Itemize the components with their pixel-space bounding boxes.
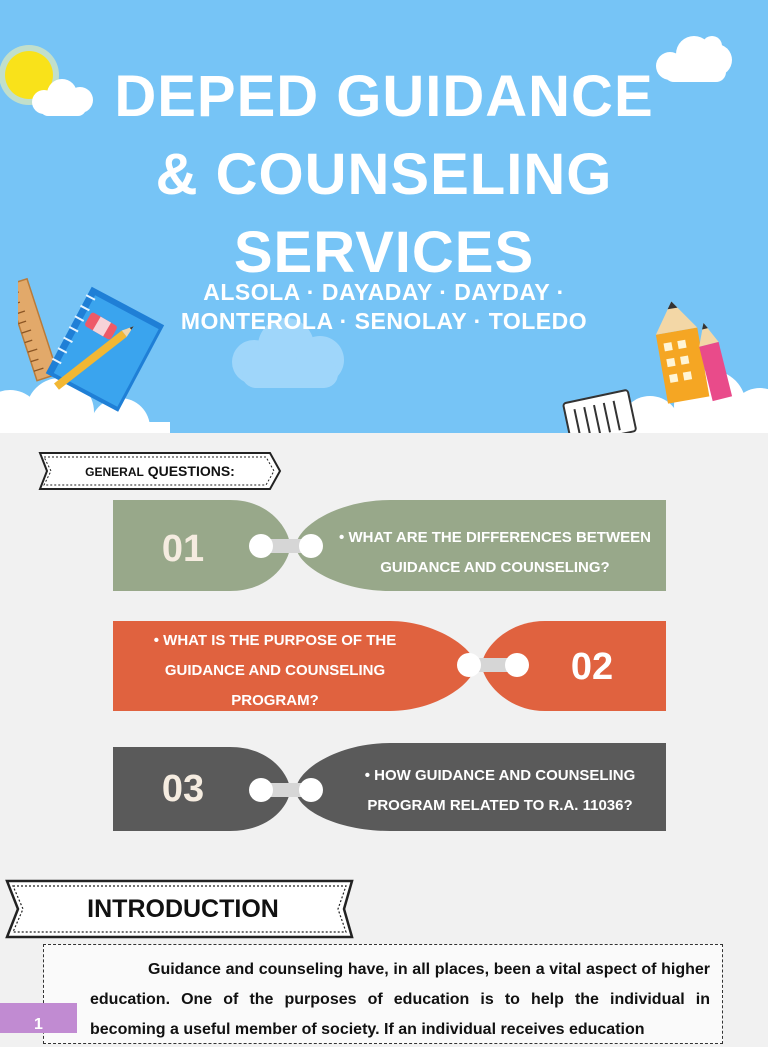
introduction-banner — [5, 879, 354, 939]
question-line: • WHAT ARE THE DIFFERENCES BETWEEN — [339, 529, 651, 546]
hero-banner: DEPED GUIDANCE & COUNSELING SERVICES ALS… — [0, 0, 768, 433]
title-line: & COUNSELING — [155, 142, 613, 207]
page-title: DEPED GUIDANCE & COUNSELING SERVICES — [0, 58, 768, 292]
question-line: GUIDANCE AND COUNSELING — [164, 662, 386, 679]
calculator-icon — [562, 389, 637, 433]
title-line: DEPED GUIDANCE — [114, 64, 654, 129]
question-number: 02 — [570, 646, 614, 688]
label-rest: QUESTIONS: — [147, 463, 235, 479]
page-number-badge: 1 — [0, 1003, 77, 1033]
question-text: • WHAT ARE THE DIFFERENCES BETWEEN GUIDA… — [330, 523, 660, 583]
question-line: PROGRAM RELATED TO R.A. 11036? — [367, 797, 633, 814]
authors-line: ALSOLA · DAYADAY · DAYDAY · — [203, 279, 565, 305]
cloud-icon — [32, 79, 93, 116]
sun-icon — [0, 45, 59, 105]
question-number: 01 — [161, 528, 205, 570]
introduction-paragraph: Guidance and counseling have, in all pla… — [90, 961, 710, 1038]
title-line: SERVICES — [233, 220, 535, 285]
introduction-heading: INTRODUCTION — [87, 895, 279, 923]
cloud-icon — [0, 378, 170, 433]
label-prefix: GENERAL — [85, 465, 144, 479]
question-text: • HOW GUIDANCE AND COUNSELING PROGRAM RE… — [340, 761, 660, 821]
question-line: • WHAT IS THE PURPOSE OF THE — [153, 632, 397, 649]
general-questions-banner — [38, 452, 282, 490]
question-card-3 — [113, 743, 666, 831]
pencils-icon — [655, 301, 733, 404]
question-line: GUIDANCE AND COUNSELING? — [380, 559, 610, 576]
question-number: 03 — [161, 768, 205, 810]
authors-line: MONTEROLA · SENOLAY · TOLEDO — [180, 308, 588, 334]
authors: ALSOLA · DAYADAY · DAYDAY · MONTEROLA · … — [0, 278, 768, 336]
question-line: PROGRAM? — [231, 692, 319, 709]
general-questions-label: GENERAL QUESTIONS: — [44, 454, 276, 488]
question-line: • HOW GUIDANCE AND COUNSELING — [364, 767, 636, 784]
question-card-2 — [113, 621, 666, 711]
cloud-icon — [232, 318, 344, 388]
school-supplies-icon — [18, 277, 165, 412]
question-card-1 — [113, 500, 666, 591]
cloud-icon — [656, 36, 732, 82]
question-text: • WHAT IS THE PURPOSE OF THE GUIDANCE AN… — [118, 626, 432, 716]
